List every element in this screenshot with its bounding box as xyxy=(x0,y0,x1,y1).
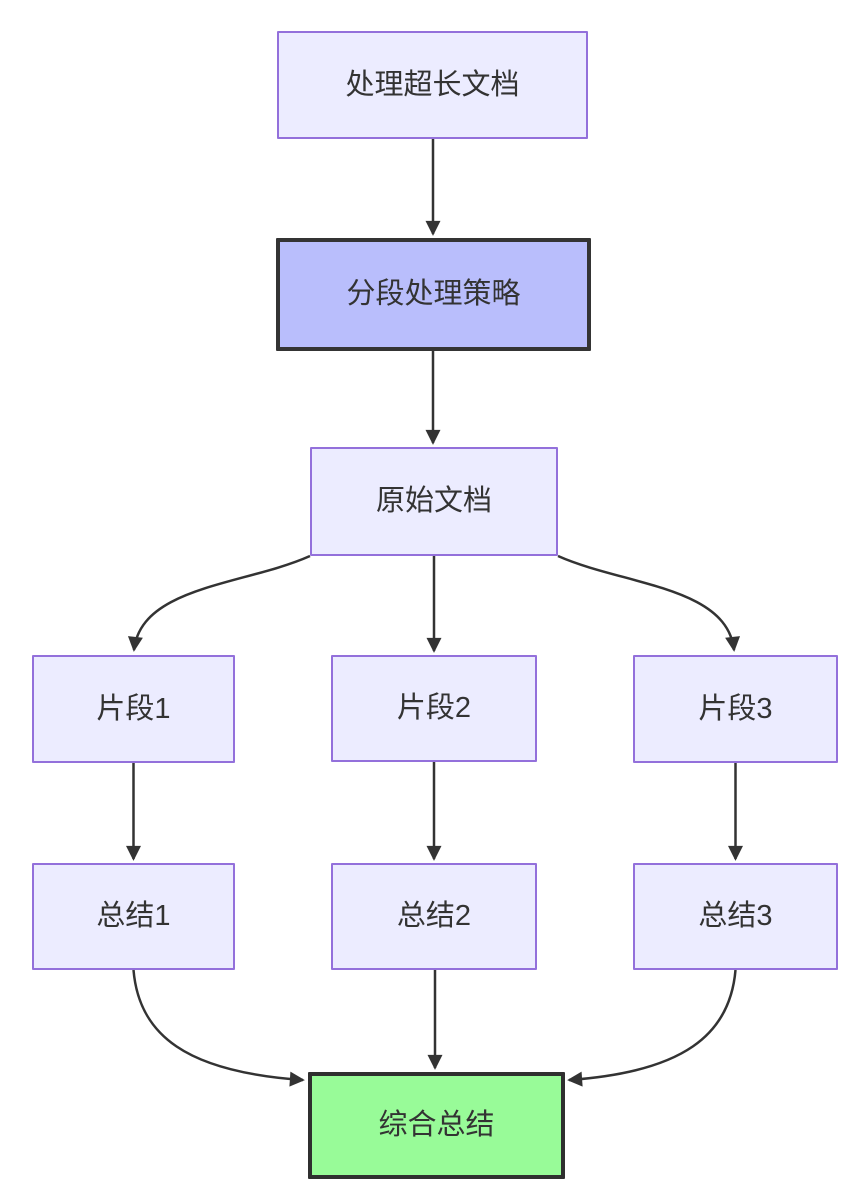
node-summary-3-label: 总结3 xyxy=(698,900,773,933)
node-fragment-3: 片段3 xyxy=(633,655,838,763)
node-fragment-2-label: 片段2 xyxy=(396,692,472,725)
node-segmentation-strategy: 分段处理策略 xyxy=(276,238,591,351)
node-summary-3: 总结3 xyxy=(633,863,838,970)
edge-c-fragment3 xyxy=(557,554,741,652)
node-fragment-1-label: 片段1 xyxy=(96,692,171,725)
node-fragment-2: 片段2 xyxy=(331,655,537,762)
node-original-doc: 原始文档 xyxy=(310,447,558,556)
edge-summary1-final xyxy=(132,969,305,1087)
node-summary-2-label: 总结2 xyxy=(396,900,472,933)
node-segmentation-strategy-label: 分段处理策略 xyxy=(346,278,521,311)
node-fragment-1: 片段1 xyxy=(32,655,235,763)
edge-summary3-final xyxy=(567,969,737,1087)
node-summary-1-label: 总结1 xyxy=(96,900,171,933)
edge-c-fragment1 xyxy=(127,554,311,652)
node-process-long-doc-label: 处理超长文档 xyxy=(345,68,520,101)
node-final-summary: 综合总结 xyxy=(308,1072,565,1179)
node-summary-1: 总结1 xyxy=(32,863,235,970)
node-summary-2: 总结2 xyxy=(331,863,537,970)
node-process-long-doc: 处理超长文档 xyxy=(277,31,588,139)
node-final-summary-label: 综合总结 xyxy=(378,1109,495,1142)
node-original-doc-label: 原始文档 xyxy=(375,485,492,518)
node-fragment-3-label: 片段3 xyxy=(698,692,773,725)
